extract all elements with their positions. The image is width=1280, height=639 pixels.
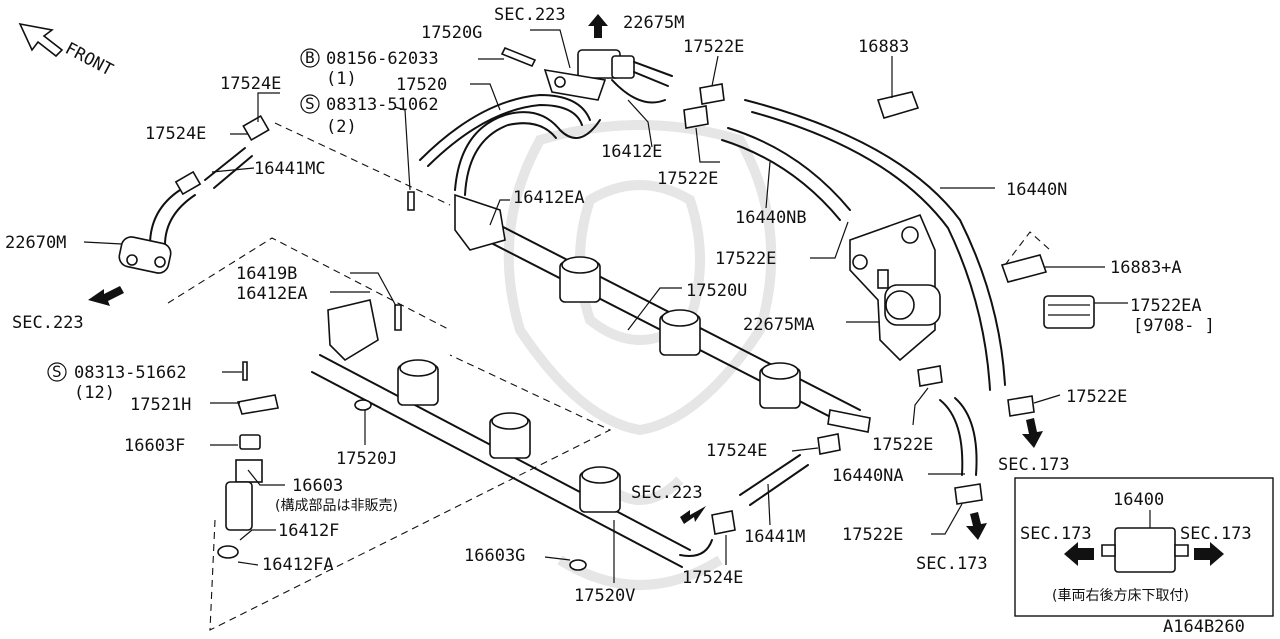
arrow-right-icon [1194, 542, 1224, 566]
label-17520: 17520 [396, 75, 447, 95]
arrow-up-icon [588, 14, 608, 38]
part-16883A-clip [1000, 254, 1048, 283]
arrow-left-icon [1064, 542, 1094, 566]
part-16440NA-hose [917, 365, 1035, 505]
arrow-up-right-icon [680, 506, 706, 524]
label-17522E-5: 17522E [872, 435, 933, 455]
label-sec173-1: SEC.173 [998, 455, 1070, 475]
label-inset-note: (車両右後方床下取付) [1052, 587, 1189, 604]
inset-fuel-filter [1014, 477, 1274, 617]
label-diagram-id: A164B260 [1163, 617, 1245, 637]
part-17520-fuel-tube [419, 94, 601, 196]
label-sec223-bottom: SEC.223 [631, 483, 703, 503]
part-17520U-fuel-rail [454, 193, 871, 433]
label-16440NB: 16440NB [735, 208, 807, 228]
label-17524E-1: 17524E [220, 74, 281, 94]
label-16603G: 16603G [464, 546, 525, 566]
label-16412EA-2: 16412EA [236, 284, 308, 304]
front-direction-indicator: FRONT [18, 22, 117, 81]
label-16441M: 16441M [744, 527, 805, 547]
arrow-down-icon [966, 512, 987, 540]
leader-lines [83, 29, 1128, 583]
front-label: FRONT [62, 39, 117, 81]
label-17522E-4: 17522E [1066, 387, 1127, 407]
circled-s-icon [300, 94, 320, 114]
label-08156-62033: 08156-62033 [326, 49, 439, 69]
part-22670M-damper [118, 170, 202, 274]
label-17524E-2: 17524E [145, 124, 206, 144]
label-22670M: 22670M [5, 233, 66, 253]
label-17522E-2: 17522E [657, 169, 718, 189]
label-08313-51062: 08313-51062 [326, 95, 439, 115]
label-16400: 16400 [1113, 490, 1164, 510]
label-sec223-left: SEC.223 [12, 313, 84, 333]
part-17520G-bracket [500, 46, 607, 101]
label-17521H: 17521H [130, 395, 191, 415]
label-17520J: 17520J [336, 449, 397, 469]
label-16412E: 16412E [601, 142, 662, 162]
arrow-down-left-icon [88, 286, 124, 306]
circled-b-icon [300, 48, 320, 68]
label-17520U: 17520U [686, 281, 747, 301]
label-inset-sec173-left: SEC.173 [1020, 524, 1092, 544]
label-16412EA-1: 16412EA [513, 188, 585, 208]
part-16440NB-hose [721, 127, 851, 221]
label-16603-note: (構成部品は非販売) [275, 498, 398, 514]
part-labels: SEC.223 22675M 17520G B 08156-62033 (1) … [5, 5, 1252, 637]
label-16440NA: 16440NA [832, 466, 904, 486]
label-17522E-1: 17522E [683, 37, 744, 57]
label-17520G: 17520G [421, 23, 482, 43]
label-08313-1-prefix: S [305, 94, 315, 113]
dashed-assembly-outlines [167, 122, 1051, 631]
label-08156-prefix: B [305, 48, 315, 67]
part-22675MA-regulator [849, 213, 941, 362]
label-22675M: 22675M [623, 13, 684, 33]
label-16603: 16603 [292, 476, 343, 496]
label-08313-51662-qty: (12) [74, 383, 115, 403]
label-17522EA: 17522EA [1130, 296, 1202, 316]
part-16440N-hose [744, 99, 1006, 391]
circled-s-icon [47, 362, 67, 382]
label-sec223-top: SEC.223 [494, 5, 566, 25]
label-16419B: 16419B [236, 264, 297, 284]
label-16883A: 16883+A [1110, 258, 1182, 278]
label-inset-sec173-right: SEC.173 [1180, 524, 1252, 544]
label-16883: 16883 [858, 37, 909, 57]
label-17522EA-date: [9708- ] [1133, 316, 1215, 336]
label-sec173-2: SEC.173 [916, 554, 988, 574]
part-16441M-hose [711, 433, 841, 535]
arrow-down-icon [1022, 418, 1043, 448]
label-16412FA: 16412FA [262, 555, 334, 575]
part-16883-clamp [876, 91, 920, 119]
label-17520V: 17520V [574, 586, 635, 606]
label-17524E-4: 17524E [682, 568, 743, 588]
label-17522E-3: 17522E [715, 249, 776, 269]
label-17524E-3: 17524E [706, 441, 767, 461]
direction-arrows [88, 14, 1043, 540]
label-22675MA: 22675MA [743, 315, 815, 335]
part-17520V-fuel-rail [311, 299, 713, 568]
label-08313-51662: 08313-51662 [74, 363, 187, 383]
part-16441MC-hose [204, 114, 270, 189]
part-22675M-regulator [577, 49, 673, 104]
label-17522E-6: 17522E [842, 525, 903, 545]
label-08156-qty: (1) [326, 69, 357, 89]
label-16440N: 16440N [1006, 180, 1067, 200]
part-17522EA-clamp [1043, 295, 1095, 329]
label-16603F: 16603F [124, 436, 185, 456]
label-16412F: 16412F [278, 521, 339, 541]
label-16441MC: 16441MC [254, 159, 326, 179]
part-17522E-clamps-top [683, 83, 725, 129]
label-08313-2-prefix: S [52, 362, 62, 381]
label-08313-51062-qty: (2) [326, 117, 357, 137]
